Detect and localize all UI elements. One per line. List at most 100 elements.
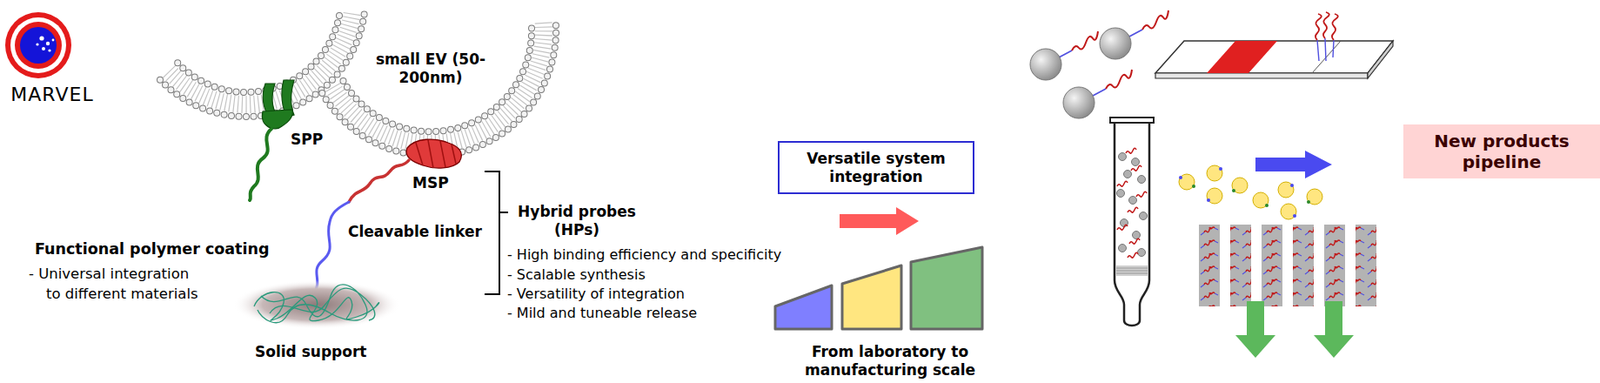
scale-bars xyxy=(775,247,983,329)
label-text: - Scalable synthesis xyxy=(507,266,646,283)
cell-membrane xyxy=(177,8,341,93)
lateral-flow-strip xyxy=(1155,40,1393,74)
membrane-array xyxy=(1355,224,1377,307)
label-text: - Mild and tuneable release xyxy=(507,304,697,322)
msp-protein xyxy=(415,140,456,168)
membrane-array xyxy=(1355,224,1377,307)
affinity-column xyxy=(1118,153,1127,161)
scale-bars xyxy=(910,247,983,329)
solid-support xyxy=(233,280,401,329)
bead-probes xyxy=(1058,50,1072,58)
cell-membrane xyxy=(177,8,341,93)
affinity-column xyxy=(1116,265,1148,276)
target-particles xyxy=(1292,214,1297,218)
marvel-logo xyxy=(20,26,57,64)
output-arrows xyxy=(1235,301,1354,358)
target-particles xyxy=(1218,167,1223,171)
label-text: - High binding efficiency and specificit… xyxy=(507,246,782,263)
lateral-flow-strip xyxy=(1155,12,1393,79)
affinity-column xyxy=(1129,238,1140,244)
label-text: - Universal integration to different mat… xyxy=(28,265,199,302)
process-arrow xyxy=(1255,150,1333,179)
marvel-logo xyxy=(35,42,39,46)
msp-protein xyxy=(348,160,409,202)
logo-text: MARVEL xyxy=(0,83,105,107)
affinity-column xyxy=(1127,252,1139,258)
label-text: - Versatility of integration xyxy=(507,285,685,302)
affinity-column xyxy=(1110,117,1154,123)
affinity-column xyxy=(1131,165,1142,171)
label-text: MSP xyxy=(412,174,449,192)
target-particles xyxy=(1278,181,1294,198)
target-particles xyxy=(1306,200,1311,204)
membrane-array xyxy=(1230,224,1252,307)
affinity-column xyxy=(1114,121,1150,326)
lateral-flow-strip xyxy=(1367,40,1393,79)
affinity-column xyxy=(1116,267,1148,274)
lateral-flow-strip xyxy=(1155,73,1368,79)
membrane-array xyxy=(1198,224,1220,307)
affinity-column xyxy=(1132,231,1141,240)
label-text: Cleavable linker xyxy=(348,222,483,241)
box-text: Versatile system integration xyxy=(786,149,966,187)
membrane-array xyxy=(1292,224,1314,307)
bead-probes xyxy=(1030,48,1062,81)
integration-box: Versatile system integration xyxy=(777,140,975,195)
target-particles xyxy=(1206,187,1223,204)
protein-label: MSP xyxy=(412,174,449,193)
bullet-item: - High binding efficiency and specificit… xyxy=(507,246,782,264)
bead-probes xyxy=(1142,10,1169,30)
bracket-label: Hybrid probes (HPs) xyxy=(511,202,643,240)
target-particles xyxy=(1265,203,1269,208)
marvel-logo xyxy=(47,48,51,52)
scale-bars xyxy=(775,285,832,329)
marvel-logo xyxy=(41,46,46,51)
marvel-logo xyxy=(46,41,50,46)
bead-probes xyxy=(1092,88,1106,96)
affinity-column xyxy=(1131,158,1140,167)
affinity-column xyxy=(1117,189,1125,198)
target-particles xyxy=(1178,175,1183,180)
membrane-array xyxy=(1292,224,1314,307)
hybrid-probe-bracket xyxy=(484,171,509,295)
process-arrow xyxy=(1255,150,1333,179)
target-particles xyxy=(1231,188,1236,193)
marvel-logo xyxy=(5,12,72,79)
label-text: Functional polymer coating xyxy=(34,240,269,258)
small-ev-membrane xyxy=(321,19,556,156)
target-particles xyxy=(1206,198,1211,202)
affinity-column xyxy=(1127,207,1139,213)
membrane-array xyxy=(1324,224,1346,307)
label-text: From laboratory to manufacturing scale xyxy=(804,342,976,379)
bead-probes xyxy=(1129,29,1143,37)
target-particles xyxy=(1252,192,1269,208)
membrane-array xyxy=(1230,224,1252,307)
marvel-logo xyxy=(52,39,55,42)
bead-probes xyxy=(1071,31,1098,51)
msp-protein xyxy=(406,139,462,168)
label-text: MARVEL xyxy=(10,83,94,106)
bullet-item: - Universal integration to different mat… xyxy=(28,263,203,304)
target-particles xyxy=(1178,174,1195,190)
small-ev-membrane xyxy=(321,19,556,156)
target-particles xyxy=(1206,165,1223,181)
membrane-array xyxy=(1198,224,1377,307)
label-text: Solid support xyxy=(254,342,367,361)
box-text: New products pipeline xyxy=(1410,130,1594,173)
small-ev-membrane xyxy=(321,19,556,156)
marvel-logo xyxy=(5,12,72,79)
output-arrows xyxy=(1313,301,1354,358)
lateral-flow-strip xyxy=(1325,38,1326,61)
affinity-column xyxy=(1139,212,1148,221)
affinity-column xyxy=(1138,175,1146,184)
small-ev-membrane xyxy=(343,21,533,132)
lateral-flow-strip xyxy=(1323,12,1330,39)
label-text: SPP xyxy=(290,130,323,148)
target-particles xyxy=(1178,165,1323,220)
msp-protein xyxy=(348,139,462,202)
solid-support xyxy=(257,284,368,323)
solid-support xyxy=(233,280,401,329)
bead-probes xyxy=(1063,87,1095,119)
bullet-item: - Mild and tuneable release xyxy=(507,304,697,322)
bullet-item: - Versatility of integration xyxy=(507,285,685,303)
